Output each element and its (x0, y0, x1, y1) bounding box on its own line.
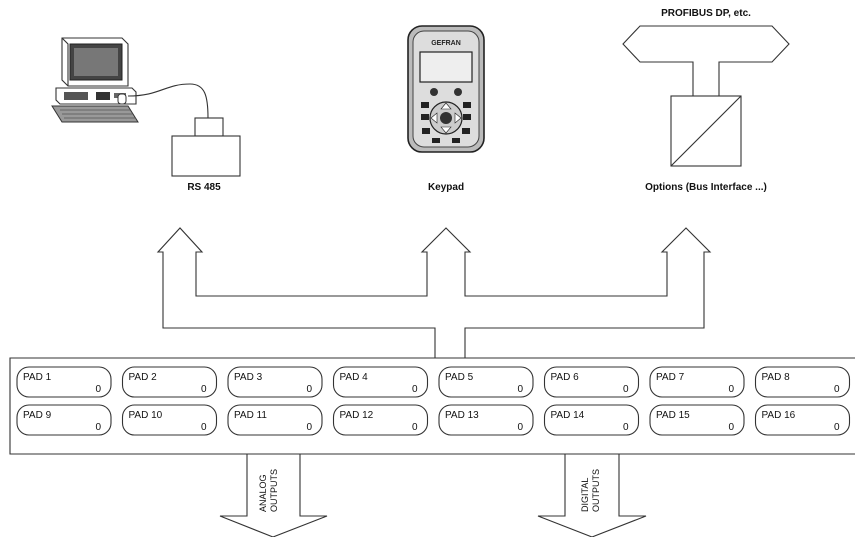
pad-name: PAD 7 (656, 372, 685, 383)
pad-box: PAD 12 0 (332, 404, 429, 436)
pad-value: 0 (306, 384, 312, 395)
pad-name: PAD 5 (445, 372, 474, 383)
pad-name: PAD 3 (234, 372, 263, 383)
pad-name: PAD 14 (551, 410, 585, 421)
pad-name: PAD 11 (234, 410, 267, 421)
pad-name: PAD 16 (762, 410, 796, 421)
pad-name: PAD 15 (656, 410, 690, 421)
pad-name: PAD 12 (340, 410, 374, 421)
pad-name: PAD 8 (762, 372, 791, 383)
pad-box-frame (649, 404, 745, 436)
pad-value: 0 (95, 422, 101, 433)
digital-outputs-label-line1: DIGITAL (580, 478, 590, 512)
rs485-label: RS 485 (187, 182, 221, 193)
pad-box: PAD 3 0 (227, 366, 323, 398)
profibus-bus-arrow (622, 25, 790, 97)
pad-box-frame (332, 404, 429, 436)
pad-name: PAD 4 (340, 372, 369, 383)
pad-name: PAD 10 (129, 410, 163, 421)
pad-box: PAD 14 0 (543, 404, 640, 436)
pad-box: PAD 9 0 (16, 404, 112, 436)
pad-box-frame (227, 404, 323, 436)
pad-box: PAD 8 0 (754, 366, 851, 398)
keypad-device-icon (407, 25, 485, 153)
pad-name: PAD 6 (551, 372, 580, 383)
pad-box: PAD 11 0 (227, 404, 323, 436)
digital-outputs-label-line2: OUTPUTS (591, 469, 601, 512)
pad-box-frame (754, 366, 851, 398)
pad-value: 0 (834, 384, 840, 395)
rs485-cable (127, 83, 209, 119)
pad-box-frame (227, 366, 323, 398)
pad-box-frame (438, 366, 534, 398)
pad-name: PAD 13 (445, 410, 479, 421)
digital-outputs-arrow (537, 453, 647, 537)
pad-name: PAD 9 (23, 410, 52, 421)
pad-box: PAD 15 0 (649, 404, 745, 436)
pad-box: PAD 13 0 (438, 404, 534, 436)
pad-box: PAD 6 0 (543, 366, 640, 398)
pad-box-frame (543, 404, 640, 436)
pad-value: 0 (623, 384, 629, 395)
pad-value: 0 (95, 384, 101, 395)
bus-interface-icon (670, 95, 742, 167)
pad-value: 0 (412, 422, 418, 433)
pad-box-frame (543, 366, 640, 398)
pad-box-frame (438, 404, 534, 436)
pad-value: 0 (201, 422, 207, 433)
options-label: Options (Bus Interface ...) (645, 182, 767, 193)
pad-box-frame (121, 366, 218, 398)
pad-box: PAD 4 0 (332, 366, 429, 398)
pad-box-frame (16, 404, 112, 436)
pad-box: PAD 16 0 (754, 404, 851, 436)
pad-box-frame (754, 404, 851, 436)
pad-box-frame (16, 366, 112, 398)
pc-computer-icon (51, 37, 139, 123)
pad-value: 0 (517, 384, 523, 395)
pad-value: 0 (306, 422, 312, 433)
pad-box-frame (649, 366, 745, 398)
pad-box: PAD 2 0 (121, 366, 218, 398)
keypad-label: Keypad (428, 182, 464, 193)
keypad-brand-text: GEFRAN (431, 40, 461, 47)
pad-value: 0 (201, 384, 207, 395)
pad-value: 0 (517, 422, 523, 433)
pad-name: PAD 1 (23, 372, 52, 383)
pad-box-frame (121, 404, 218, 436)
pad-value: 0 (623, 422, 629, 433)
pad-block-outline (9, 357, 855, 455)
pad-box-frame (332, 366, 429, 398)
rs485-converter-icon (171, 117, 241, 177)
access-distribution-arrow (156, 227, 712, 359)
pad-value: 0 (412, 384, 418, 395)
pad-box: PAD 7 0 (649, 366, 745, 398)
analog-outputs-label-line2: OUTPUTS (269, 469, 279, 512)
pad-value: 0 (728, 422, 734, 433)
pad-box: PAD 10 0 (121, 404, 218, 436)
pad-box: PAD 5 0 (438, 366, 534, 398)
analog-outputs-arrow (219, 453, 328, 537)
profibus-label: PROFIBUS DP, etc. (661, 8, 751, 19)
pad-value: 0 (834, 422, 840, 433)
pad-value: 0 (728, 384, 734, 395)
analog-outputs-label-line1: ANALOG (258, 474, 268, 512)
pad-box: PAD 1 0 (16, 366, 112, 398)
pad-name: PAD 2 (129, 372, 158, 383)
